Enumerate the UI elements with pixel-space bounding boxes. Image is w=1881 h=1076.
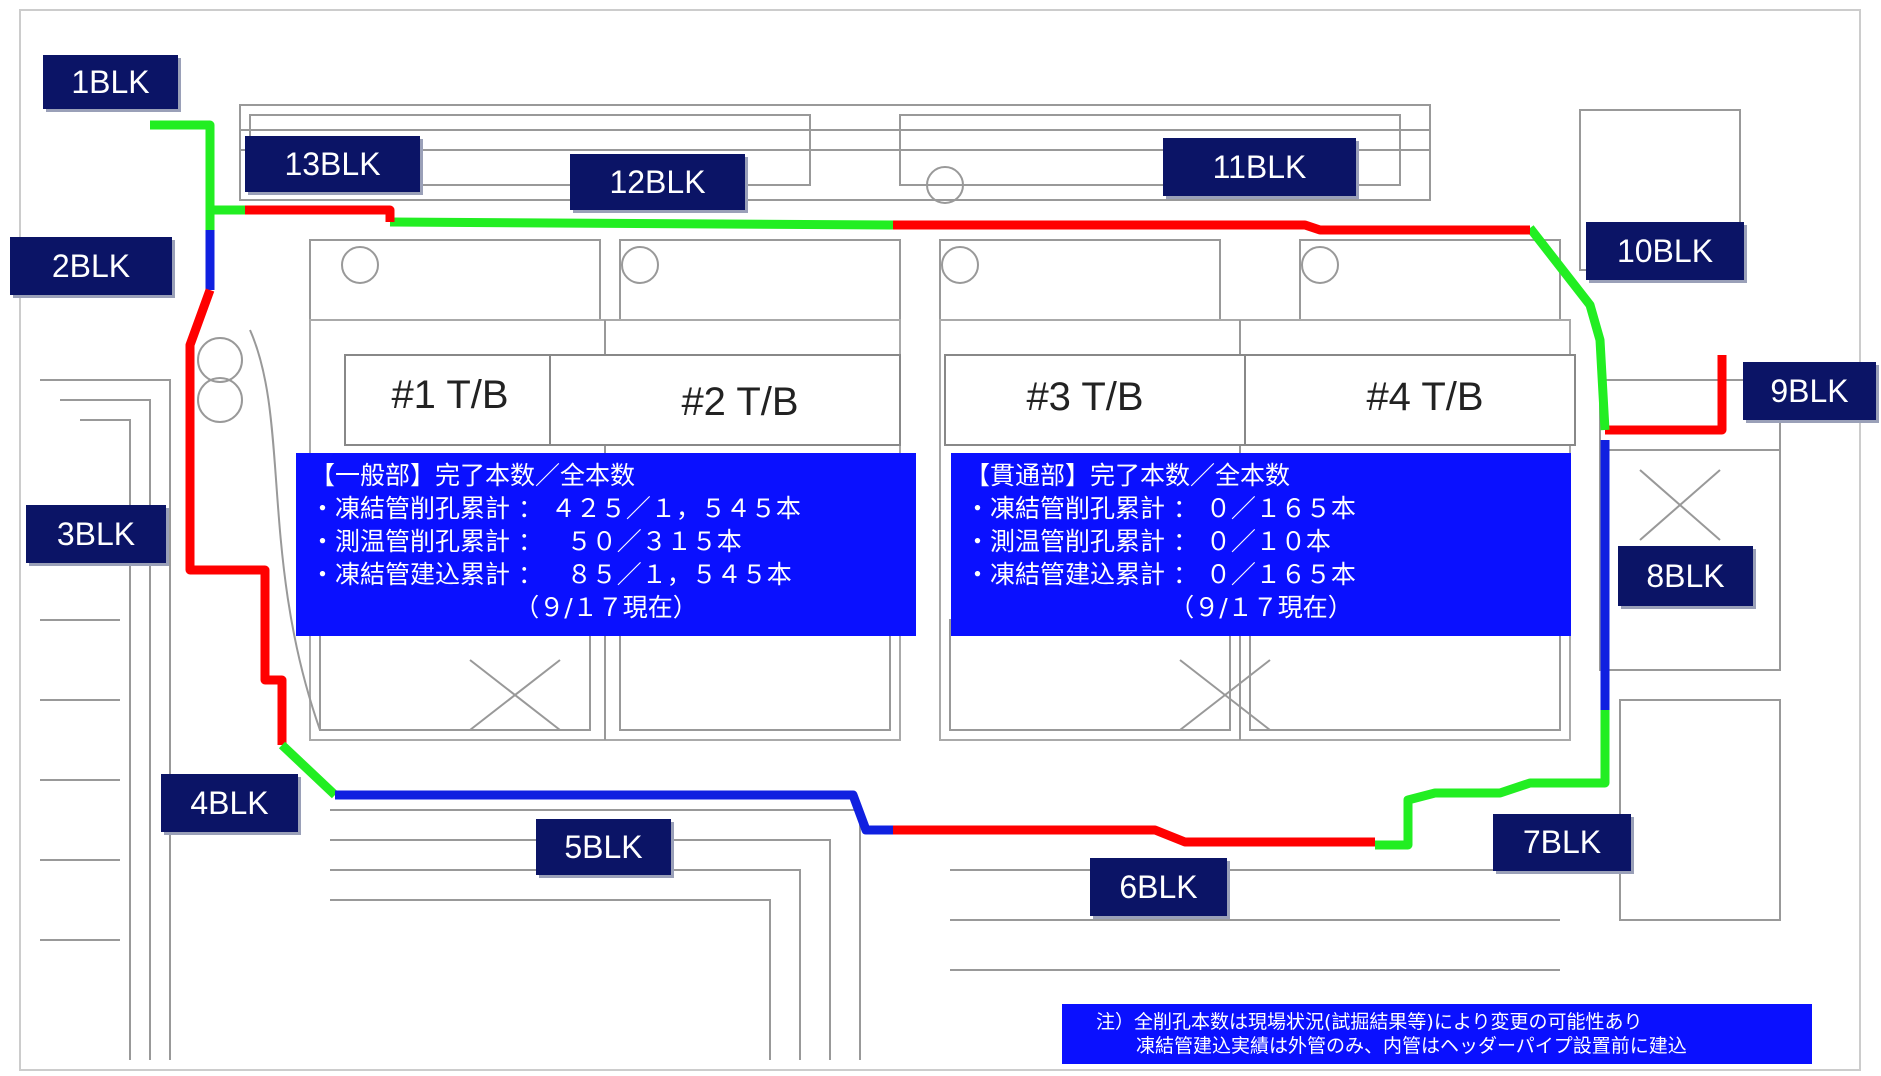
route-segment-4blk <box>278 741 339 799</box>
general-section-progress-panel: 【一般部】完了本数／全本数 ・凍結管削孔累計 ： ４２５／１，５４５本 ・測温管… <box>296 453 916 636</box>
penetration-freeze-pipe-drilling: ・凍結管削孔累計 ： ０／１６５本 <box>965 494 1356 523</box>
turbine-building-1-label: #1 T/B <box>391 373 509 417</box>
block-label-12blk: 12BLK <box>570 154 745 210</box>
footnote-line-1: 注）全削孔本数は現場状況(試掘結果等)により変更の可能性あり <box>1096 1011 1643 1033</box>
route-segment-13blk <box>245 205 395 222</box>
block-label-5blk: 5BLK <box>536 819 671 875</box>
general-section-date: （９/１７現在） <box>514 593 698 622</box>
turbine-building-2-label: #2 T/B <box>681 380 799 424</box>
route-segment-11blk <box>893 220 1530 235</box>
footnote-line-2: 凍結管建込実績は外管のみ、内管はヘッダーパイプ設置前に建込 <box>1136 1035 1687 1057</box>
turbine-building-4-label: #4 T/B <box>1366 375 1484 419</box>
penetration-temp-pipe-drilling: ・測温管削孔累計 ： ０／１０本 <box>965 527 1331 556</box>
block-label-7blk: 7BLK <box>1493 814 1631 871</box>
route-segment-5blk <box>335 790 893 835</box>
route-segment-6blk <box>893 825 1375 847</box>
route-segment-7blk <box>1375 710 1610 850</box>
block-label-3blk: 3BLK <box>26 505 166 563</box>
general-section-title: 【一般部】完了本数／全本数 <box>310 461 636 490</box>
penetration-section-title: 【貫通部】完了本数／全本数 <box>965 461 1291 490</box>
footnote-box: 注）全削孔本数は現場状況(試掘結果等)により変更の可能性あり 凍結管建込実績は外… <box>1062 1004 1812 1064</box>
turbine-building-3-label: #3 T/B <box>1026 375 1144 419</box>
general-temp-pipe-drilling: ・測温管削孔累計 ： ５０／３１５本 <box>310 527 742 556</box>
block-label-11blk: 11BLK <box>1163 138 1356 196</box>
general-freeze-pipe-installation: ・凍結管建込累計 ： ８５／１，５４５本 <box>310 560 792 589</box>
penetration-section-progress-panel: 【貫通部】完了本数／全本数 ・凍結管削孔累計 ： ０／１６５本 ・測温管削孔累計… <box>951 453 1571 636</box>
route-segment-10blk <box>1526 225 1610 431</box>
general-freeze-pipe-drilling: ・凍結管削孔累計 ： ４２５／１，５４５本 <box>310 494 801 523</box>
block-label-10blk: 10BLK <box>1586 222 1744 280</box>
block-label-6blk: 6BLK <box>1090 858 1227 916</box>
block-label-1blk: 1BLK <box>43 55 178 109</box>
block-label-8blk: 8BLK <box>1618 546 1753 606</box>
route-segment-3blk <box>185 288 287 745</box>
penetration-freeze-pipe-installation: ・凍結管建込累計 ： ０／１６５本 <box>965 560 1356 589</box>
penetration-section-date: （９/１７現在） <box>1169 593 1353 622</box>
background-drawing <box>19 9 1861 1071</box>
block-label-2blk: 2BLK <box>10 237 172 295</box>
block-label-13blk: 13BLK <box>245 136 420 192</box>
route-segment-1blk <box>150 120 215 230</box>
turbine-building-frames <box>344 354 1576 446</box>
frozen-wall-route <box>150 120 1727 850</box>
block-label-4blk: 4BLK <box>161 774 298 832</box>
block-label-9blk: 9BLK <box>1743 362 1876 420</box>
route-segment-12blk <box>389 217 894 230</box>
route-segment-9blk <box>1605 355 1727 435</box>
